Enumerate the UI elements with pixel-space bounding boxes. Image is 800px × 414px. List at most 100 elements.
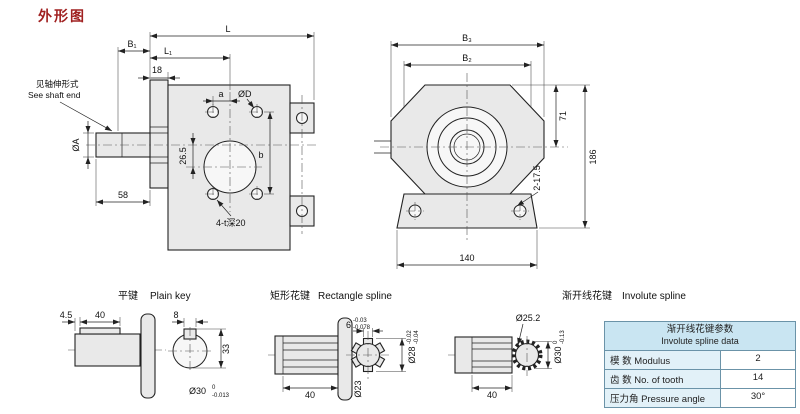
dim-B3: B₃	[390, 33, 545, 117]
detail-involute-spline: 渐开线花键 Involute spline 40 Ø25.2	[448, 289, 686, 400]
flange-section	[140, 313, 156, 399]
dim-140: 140	[396, 230, 538, 269]
dim-186-label: 186	[588, 149, 598, 164]
key	[79, 327, 121, 335]
dim-phiD-label: ØD	[238, 89, 252, 99]
shaft-note-cn: 见轴伸形式	[36, 79, 79, 89]
dim-8: 8	[172, 310, 208, 327]
shaft-note-en: See shaft end	[28, 90, 81, 100]
plain-key-title-en: Plain key	[150, 291, 191, 302]
dia30-label: Ø30	[189, 386, 206, 396]
table-row-label: 模 数 Modulus	[605, 351, 721, 370]
rect-spline-title-cn: 矩形花键	[270, 289, 310, 302]
dim-40-involute: 40	[471, 375, 513, 400]
foot-holes-label: 2-17.5	[532, 165, 542, 191]
dim-40-label: 40	[305, 390, 315, 400]
dim-265: 26.5	[178, 133, 196, 179]
dia28-label: Ø28	[407, 346, 417, 363]
dim-dia252: Ø25.2	[516, 313, 541, 346]
table-row: 模 数 Modulus 2	[605, 351, 795, 371]
table-row-value: 14	[721, 370, 795, 389]
mounting-flange	[149, 79, 169, 189]
foot-holes-callout: 2-17.5	[516, 165, 542, 207]
dia28-tol-hi: -0.02	[407, 330, 413, 344]
involute-title-en: Involute spline	[622, 291, 686, 302]
dim-6-tol-hi: -0.03	[353, 318, 367, 324]
dim-dia28: Ø28 -0.02 -0.04	[376, 330, 420, 372]
dim-phiA: ØA	[71, 121, 94, 169]
splined-shaft	[454, 336, 513, 374]
holes-note-label: 4-t深20	[216, 218, 246, 228]
dim-L: L	[149, 24, 315, 100]
dim-6-label: 6	[346, 320, 351, 330]
table-header: 渐开线花键参数 Involute spline data	[605, 322, 795, 352]
dim-6: 6 -0.03 -0.078	[346, 318, 383, 337]
shaft-end-note: 见轴伸形式 See shaft end	[28, 79, 113, 132]
dim-a: a	[203, 89, 240, 105]
dim-45: 4.5	[60, 310, 81, 331]
dia30-tol-hi: 0	[553, 340, 559, 344]
dim-18: 18	[138, 65, 180, 81]
splined-shaft	[274, 335, 339, 375]
dia30-tol-lo: -0.013	[212, 393, 230, 399]
dim-L1-label: L₁	[164, 46, 172, 56]
table-row-label: 压力角 Pressure angle	[605, 389, 721, 408]
dim-B1-label: B₁	[127, 39, 136, 49]
page-title: 外形图	[38, 8, 86, 24]
dim-45-label: 4.5	[60, 310, 73, 320]
dim-58-label: 58	[118, 190, 128, 200]
dim-b-label: b	[258, 150, 263, 160]
table-row: 压力角 Pressure angle 30°	[605, 389, 795, 408]
involute-section	[511, 336, 543, 376]
spline-section	[346, 331, 392, 379]
table-row-value: 2	[721, 351, 795, 370]
dim-L-label: L	[225, 24, 230, 34]
dim-8-label: 8	[173, 310, 178, 320]
dim-18-label: 18	[152, 65, 162, 75]
dim-40-spline: 40	[282, 376, 339, 400]
dim-33-label: 33	[221, 344, 231, 354]
detail-plain-key: 平键 Plain key 4.5 40	[60, 289, 231, 399]
plain-key-title-cn: 平键	[118, 289, 138, 302]
dim-dia30-involute: Ø30 0 -0.13	[534, 330, 566, 369]
involute-title-cn: 渐开线花键	[562, 289, 612, 302]
keyed-shaft	[74, 333, 141, 367]
dia23-label: Ø23	[353, 380, 363, 397]
dim-phiA-label: ØA	[71, 138, 81, 151]
rect-spline-title-en: Rectangle spline	[318, 291, 392, 302]
dim-L1: L₁	[150, 46, 231, 90]
dia30-tol-lo: -0.13	[560, 330, 566, 344]
dim-40-key: 40	[80, 310, 121, 326]
dim-140-label: 140	[459, 253, 474, 263]
dim-phiD: ØD	[238, 89, 255, 109]
holes-callout: 4-t深20	[216, 199, 246, 228]
table-header-en: Involute spline data	[661, 336, 739, 347]
dia30-label: Ø30	[553, 346, 563, 363]
dim-B2: B₂	[403, 53, 532, 107]
detail-rect-spline: 矩形花键 Rectangle spline 40	[268, 289, 420, 401]
side-view: L B₁ L₁ 18	[28, 24, 318, 251]
table-row-value: 30°	[721, 389, 795, 408]
dia28-tol-lo: -0.04	[414, 330, 420, 344]
dim-B3-label: B₃	[462, 33, 472, 43]
table-row-label: 齿 数 No. of tooth	[605, 370, 721, 389]
dim-186: 186	[539, 85, 598, 229]
dim-71: 71	[512, 84, 590, 147]
dim-dia30: Ø30 0 -0.013	[189, 385, 230, 399]
dim-B2-label: B₂	[462, 53, 472, 63]
dim-265-label: 26.5	[178, 147, 188, 165]
dim-40-label: 40	[95, 310, 105, 320]
dim-6-tol-lo: -0.078	[353, 325, 371, 331]
dia252-label: Ø25.2	[516, 313, 541, 323]
front-view: B₃ B₂ 71 186 140	[374, 33, 598, 269]
flange-section	[337, 317, 353, 401]
dim-71-label: 71	[558, 111, 568, 121]
dim-a-label: a	[218, 89, 223, 99]
dia30-tol-hi: 0	[212, 385, 216, 391]
table-row: 齿 数 No. of tooth 14	[605, 370, 795, 390]
dim-58: 58	[95, 159, 151, 206]
table-header-cn: 渐开线花键参数	[666, 324, 734, 335]
dim-b: b	[258, 111, 274, 195]
